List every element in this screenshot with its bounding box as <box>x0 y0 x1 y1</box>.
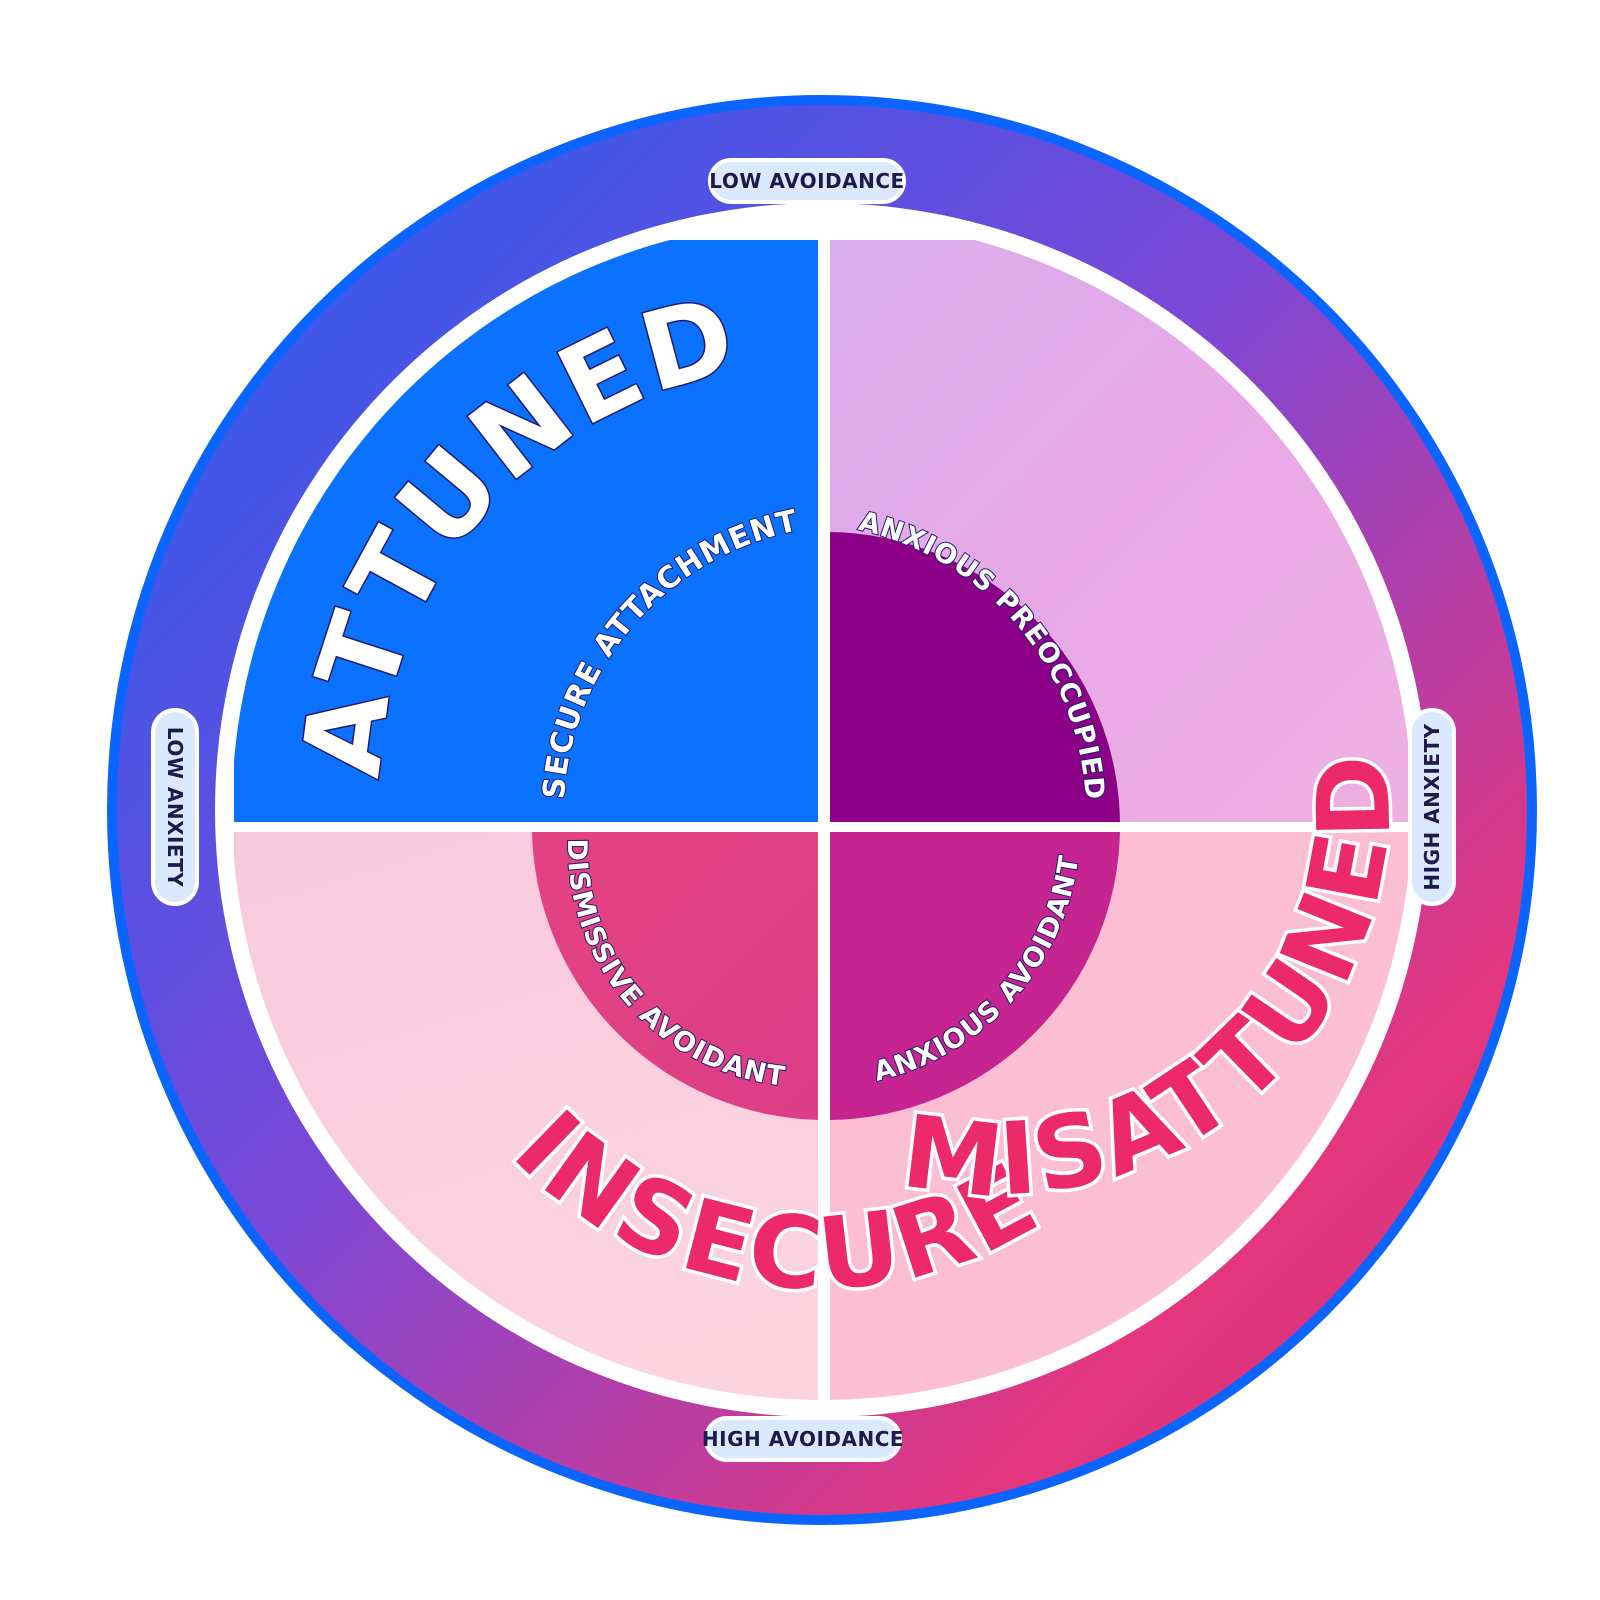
axis-label-low-avoidance: LOW AVOIDANCE <box>709 169 904 193</box>
inner-dismissive-avoidant-segment <box>532 832 818 1120</box>
inner-anxious-preoccupied-segment <box>830 532 1120 822</box>
inner-anxious-avoidant-segment <box>830 832 1120 1120</box>
axis-pill-top: LOW AVOIDANCE <box>708 158 906 204</box>
axis-pill-left: LOW ANXIETY <box>151 708 199 906</box>
axis-pill-bottom: HIGH AVOIDANCE <box>702 1416 904 1462</box>
axis-pill-right: HIGH ANXIETY <box>1408 708 1456 906</box>
axis-label-high-anxiety: HIGH ANXIETY <box>1420 723 1444 890</box>
axis-label-high-avoidance: HIGH AVOIDANCE <box>702 1427 904 1451</box>
axis-label-low-anxiety: LOW ANXIETY <box>163 727 187 887</box>
quadrant-top-left <box>234 240 818 822</box>
